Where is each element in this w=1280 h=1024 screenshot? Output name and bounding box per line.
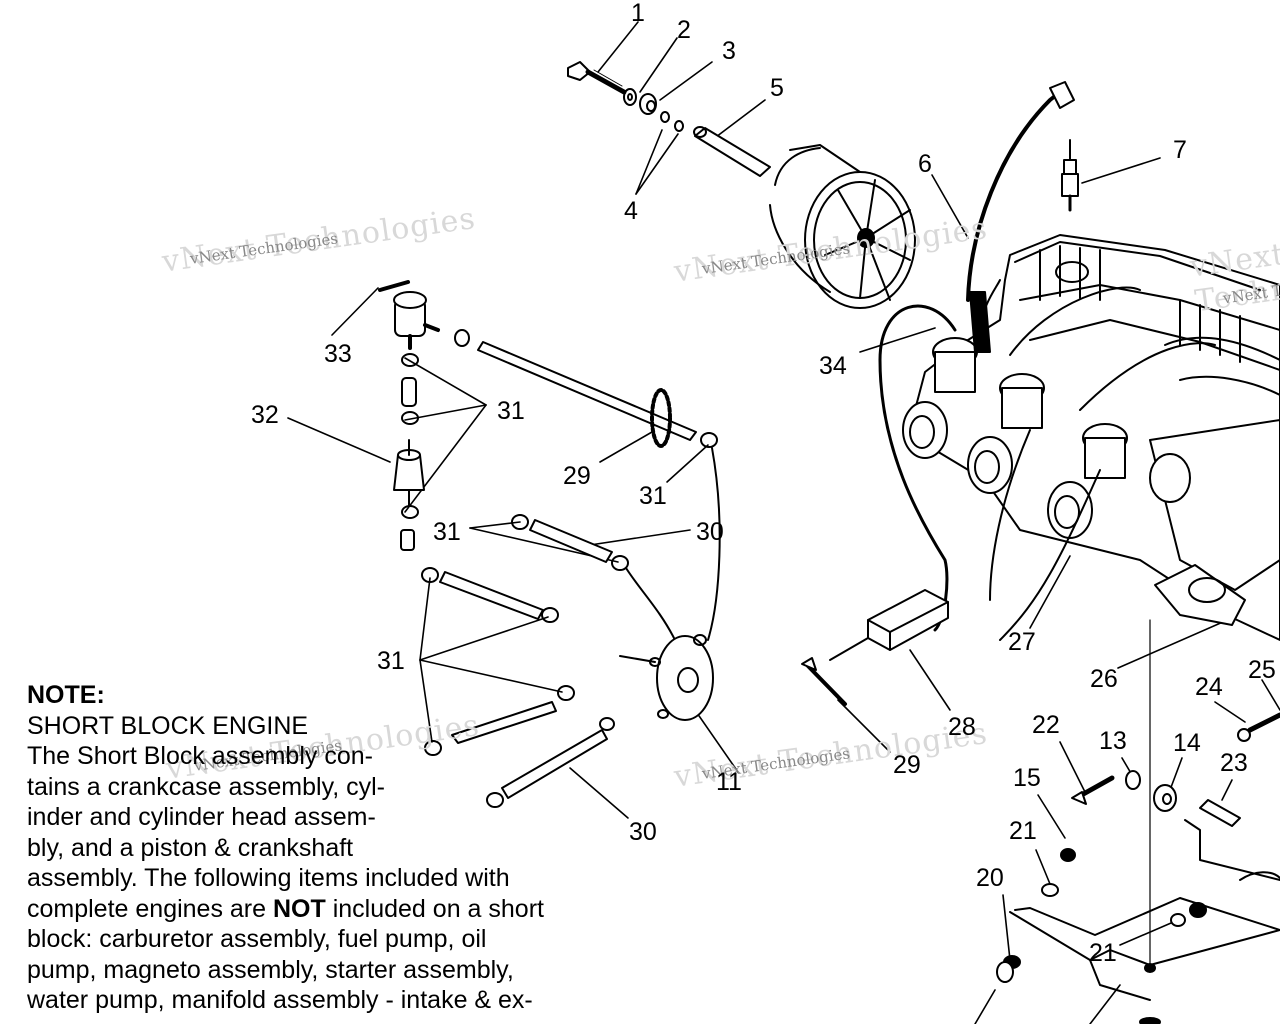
hoses-part-30-31 [421, 432, 721, 808]
callout-3: 3 [722, 37, 736, 65]
note-block: NOTE: SHORT BLOCK ENGINE The Short Block… [27, 680, 627, 1016]
bolt-part-1 [567, 61, 627, 95]
callout-25: 25 [1248, 656, 1276, 684]
fuel-pump-part-33 [378, 280, 440, 350]
note-line: bly, and a piston & crankshaft [27, 833, 354, 862]
note-line: assembly. The following items included w… [27, 864, 510, 892]
callout-1: 1 [631, 0, 645, 27]
callout-15: 15 [1013, 764, 1041, 792]
hose-clamp-part-29 [650, 388, 672, 448]
leader-lines [287, 21, 1280, 1024]
callout-33: 33 [324, 340, 352, 368]
callout-31: 31 [433, 518, 461, 546]
carburetors [902, 337, 1191, 539]
callout-4: 4 [624, 197, 638, 225]
callout-30: 30 [696, 518, 724, 546]
callout-27: 27 [1008, 628, 1036, 656]
spark-plug-leads [878, 81, 1216, 641]
note-line: pump, magneto assembly, starter assembly… [27, 955, 514, 984]
note-line: block: carburetor assembly, fuel pump, o… [27, 925, 487, 953]
note-line: complete engines are NOT included on a s… [27, 894, 544, 923]
callout-22: 22 [1032, 711, 1060, 739]
callout-2: 2 [677, 16, 691, 44]
orings-part-4 [660, 111, 684, 132]
note-line: inder and cylinder head assem- [27, 803, 376, 831]
callout-26: 26 [1090, 665, 1118, 693]
note-line: water pump, manifold assembly - intake &… [27, 986, 533, 1014]
recoil-pulley [769, 144, 916, 309]
callout-30: 30 [629, 818, 657, 846]
callout-14: 14 [1173, 729, 1201, 757]
callout-5: 5 [770, 74, 784, 102]
mount-hardware [996, 564, 1280, 1024]
callout-23: 23 [1220, 749, 1248, 777]
oil-pump-part-11 [619, 634, 714, 721]
note-line: The Short Block assembly con- [27, 742, 373, 770]
washer-part-2 [623, 88, 637, 106]
bushing-part-3 [639, 93, 657, 115]
note-not-emphasis: NOT [272, 894, 326, 923]
callout-32: 32 [251, 401, 279, 429]
cdi-box-part-28 [829, 589, 949, 661]
callout-28: 28 [948, 713, 976, 741]
sleeve-part-5 [693, 126, 771, 177]
callout-31: 31 [377, 647, 405, 675]
note-title: NOTE: [27, 681, 105, 709]
callout-6: 6 [918, 150, 932, 178]
note-heading: SHORT BLOCK ENGINE [27, 711, 309, 740]
fuel-hose-lines [400, 329, 697, 551]
note-line: tains a crankcase assembly, cyl- [27, 772, 385, 801]
callout-24: 24 [1195, 673, 1223, 701]
callout-21: 21 [1009, 817, 1037, 845]
callout-34: 34 [819, 352, 847, 380]
spark-plug-part-7 [1061, 139, 1079, 212]
bolt-part-29-right [801, 657, 847, 706]
engine-mount-bracket [1009, 619, 1280, 1001]
callout-7: 7 [1173, 136, 1187, 164]
callout-31: 31 [497, 397, 525, 425]
callout-31: 31 [639, 482, 667, 510]
fuel-filter-part-32 [393, 439, 425, 506]
callout-11: 11 [716, 768, 742, 796]
callout-21: 21 [1089, 939, 1117, 967]
callout-29: 29 [893, 751, 921, 779]
callout-20: 20 [976, 864, 1004, 892]
callout-29: 29 [563, 462, 591, 490]
callout-13: 13 [1099, 727, 1127, 755]
